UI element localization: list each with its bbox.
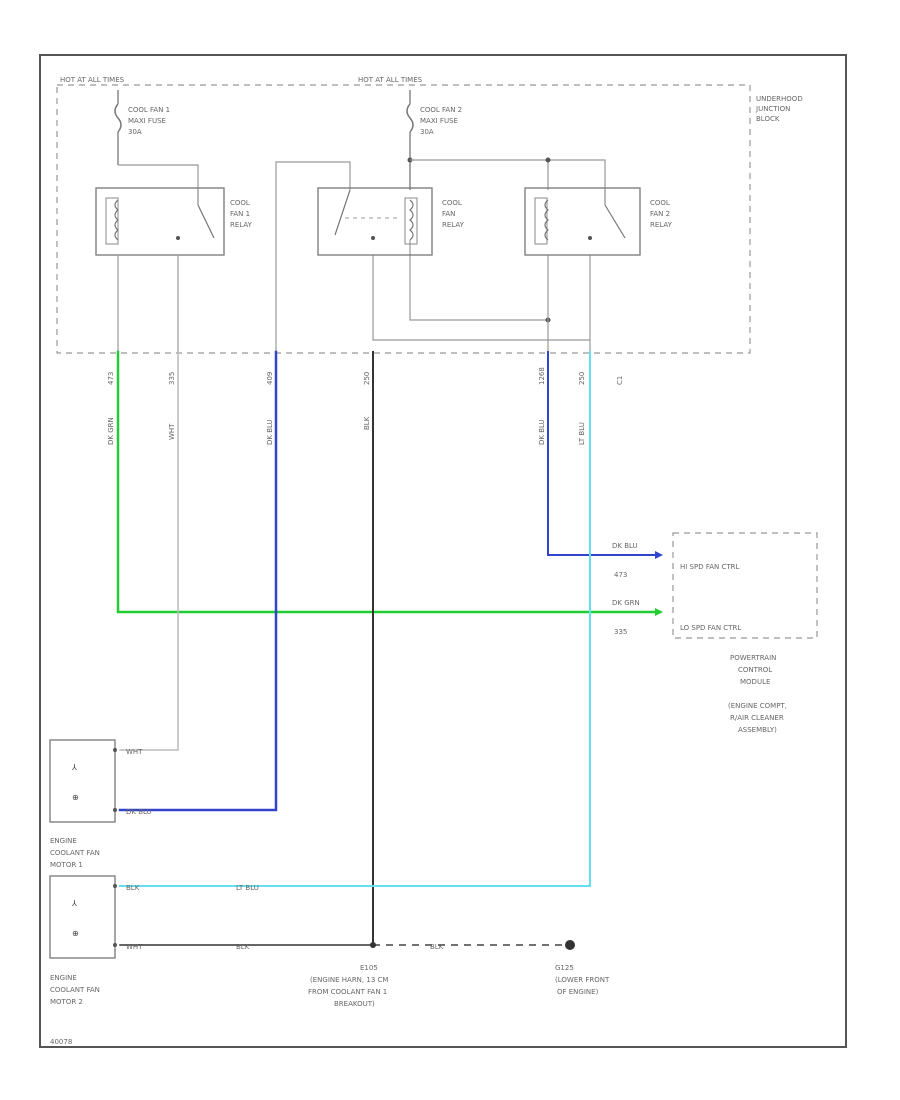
- dk-blu-wire-motor1: [118, 350, 278, 812]
- hot-at-all-times-right: HOT AT ALL TIMES: [358, 76, 423, 84]
- junction-block-label: UNDERHOOD JUNCTION BLOCK: [755, 95, 803, 123]
- svg-text:(ENGINE HARN, 13 CM: (ENGINE HARN, 13 CM: [310, 976, 388, 984]
- e105-splice: [370, 942, 376, 948]
- svg-text:OF ENGINE): OF ENGINE): [557, 988, 599, 996]
- svg-text:FAN 1: FAN 1: [230, 210, 250, 218]
- motor-2-motor-icon: ⊕: [72, 929, 79, 938]
- svg-text:FAN 2: FAN 2: [650, 210, 670, 218]
- svg-text:COOL: COOL: [442, 199, 462, 207]
- dk-grn-wire: [116, 350, 662, 614]
- engine-coolant-fan-motor-1: ⅄ ⊕ WHT DK BLU ENGINE COOLANT FAN MOTOR …: [49, 739, 152, 869]
- cool-fan-1-relay: COOL FAN 1 RELAY: [95, 187, 253, 256]
- footer-code: 40078: [50, 1038, 72, 1046]
- svg-text:E105: E105: [360, 964, 378, 972]
- pcm-lo-arrow: [655, 608, 663, 616]
- svg-text:FROM COOLANT FAN 1: FROM COOLANT FAN 1: [308, 988, 387, 996]
- svg-text:DK GRN: DK GRN: [107, 417, 115, 445]
- svg-text:CONTROL: CONTROL: [738, 666, 772, 674]
- svg-text:BREAKOUT): BREAKOUT): [334, 1000, 375, 1008]
- svg-text:1268: 1268: [538, 367, 546, 385]
- svg-text:LT BLU: LT BLU: [236, 884, 259, 892]
- connector-circuit-labels: 473 335 409 250 1268 250 C1: [107, 367, 624, 385]
- svg-text:ENGINE: ENGINE: [50, 974, 77, 982]
- svg-text:250: 250: [578, 372, 586, 385]
- svg-text:335: 335: [614, 628, 627, 636]
- svg-text:COOL FAN 2: COOL FAN 2: [420, 106, 462, 114]
- svg-text:POWERTRAIN: POWERTRAIN: [730, 654, 776, 662]
- hot-at-all-times-left: HOT AT ALL TIMES: [60, 76, 125, 84]
- wire-color-labels: DK GRN WHT DK BLU BLK DK BLU LT BLU: [107, 416, 586, 445]
- underhood-junction-block-outline: [56, 84, 751, 354]
- cool-fan-2-maxi-fuse: COOL FAN 2 MAXI FUSE 30A: [406, 90, 462, 190]
- svg-text:BLK: BLK: [126, 884, 140, 892]
- svg-text:ENGINE: ENGINE: [50, 837, 77, 845]
- svg-text:BLK: BLK: [363, 416, 371, 430]
- svg-text:RELAY: RELAY: [442, 221, 465, 229]
- svg-text:MOTOR 2: MOTOR 2: [50, 998, 83, 1006]
- dk-blu-wire-pcm: [547, 351, 661, 556]
- svg-text:COOL FAN 1: COOL FAN 1: [128, 106, 170, 114]
- svg-text:MAXI FUSE: MAXI FUSE: [128, 117, 166, 125]
- svg-text:DK BLU: DK BLU: [266, 419, 274, 445]
- svg-text:335: 335: [168, 372, 176, 385]
- svg-text:C1: C1: [616, 376, 624, 385]
- svg-text:G125: G125: [555, 964, 574, 972]
- svg-text:FAN: FAN: [442, 210, 455, 218]
- svg-text:COOLANT FAN: COOLANT FAN: [50, 849, 100, 857]
- g125-ground-point: [565, 940, 575, 950]
- motor-1-motor-icon: ⊕: [72, 793, 79, 802]
- wht-wire-motor1: [119, 351, 179, 751]
- svg-text:DK BLU: DK BLU: [612, 542, 638, 550]
- cool-fan-1-maxi-fuse: COOL FAN 1 MAXI FUSE 30A: [114, 90, 170, 165]
- junction-internal-wiring: [118, 157, 606, 352]
- cool-fan-2-relay: COOL FAN 2 RELAY: [524, 187, 673, 256]
- svg-text:COOLANT FAN: COOLANT FAN: [50, 986, 100, 994]
- motor-1-fan-icon: ⅄: [71, 763, 77, 772]
- svg-text:409: 409: [266, 372, 274, 385]
- svg-text:MODULE: MODULE: [740, 678, 770, 686]
- svg-text:RELAY: RELAY: [650, 221, 673, 229]
- powertrain-control-module: HI SPD FAN CTRL LO SPD FAN CTRL POWERTRA…: [672, 532, 818, 734]
- lt-blu-wire-motor2: [119, 351, 591, 887]
- pcm-hi-speed-pin: HI SPD FAN CTRL: [680, 563, 739, 571]
- relay-output-stubs: [117, 255, 179, 352]
- svg-text:DK BLU: DK BLU: [126, 808, 152, 816]
- svg-text:(ENGINE COMPT,: (ENGINE COMPT,: [728, 702, 787, 710]
- pcm-wire-labels: DK BLU 473 DK GRN 335: [612, 542, 640, 636]
- svg-text:250: 250: [363, 372, 371, 385]
- pcm-lo-speed-pin: LO SPD FAN CTRL: [680, 624, 741, 632]
- svg-text:WHT: WHT: [168, 423, 176, 440]
- svg-text:BLOCK: BLOCK: [756, 115, 780, 123]
- svg-text:473: 473: [107, 372, 115, 385]
- svg-text:ASSEMBLY): ASSEMBLY): [738, 726, 777, 734]
- diagram-frame: [39, 54, 847, 1048]
- svg-text:R/AIR CLEANER: R/AIR CLEANER: [730, 714, 784, 722]
- svg-text:COOL: COOL: [650, 199, 670, 207]
- svg-text:473: 473: [614, 571, 627, 579]
- svg-text:WHT: WHT: [126, 748, 143, 756]
- cool-fan-relay: COOL FAN RELAY: [317, 187, 465, 256]
- svg-text:BLK: BLK: [236, 943, 250, 951]
- pcm-hi-arrow: [655, 551, 663, 559]
- svg-text:UNDERHOOD: UNDERHOOD: [756, 95, 803, 103]
- svg-text:MAXI FUSE: MAXI FUSE: [420, 117, 458, 125]
- svg-text:BLK: BLK: [430, 943, 444, 951]
- svg-text:WHT: WHT: [126, 943, 143, 951]
- svg-text:DK GRN: DK GRN: [612, 599, 640, 607]
- svg-text:30A: 30A: [128, 128, 142, 136]
- svg-text:(LOWER FRONT: (LOWER FRONT: [555, 976, 610, 984]
- svg-text:JUNCTION: JUNCTION: [755, 105, 790, 113]
- ground-g125-label: G125 (LOWER FRONT OF ENGINE): [555, 964, 610, 996]
- ground-e105-label: E105 (ENGINE HARN, 13 CM FROM COOLANT FA…: [308, 964, 388, 1008]
- svg-text:LT BLU: LT BLU: [578, 422, 586, 445]
- svg-text:COOL: COOL: [230, 199, 250, 207]
- motor-2-fan-icon: ⅄: [71, 899, 77, 908]
- svg-text:RELAY: RELAY: [230, 221, 253, 229]
- svg-text:30A: 30A: [420, 128, 434, 136]
- engine-coolant-fan-motor-2: ⅄ ⊕ BLK LT BLU WHT BLK BLK ENGINE COOLAN…: [49, 875, 444, 1006]
- svg-text:MOTOR 1: MOTOR 1: [50, 861, 83, 869]
- svg-text:DK BLU: DK BLU: [538, 419, 546, 445]
